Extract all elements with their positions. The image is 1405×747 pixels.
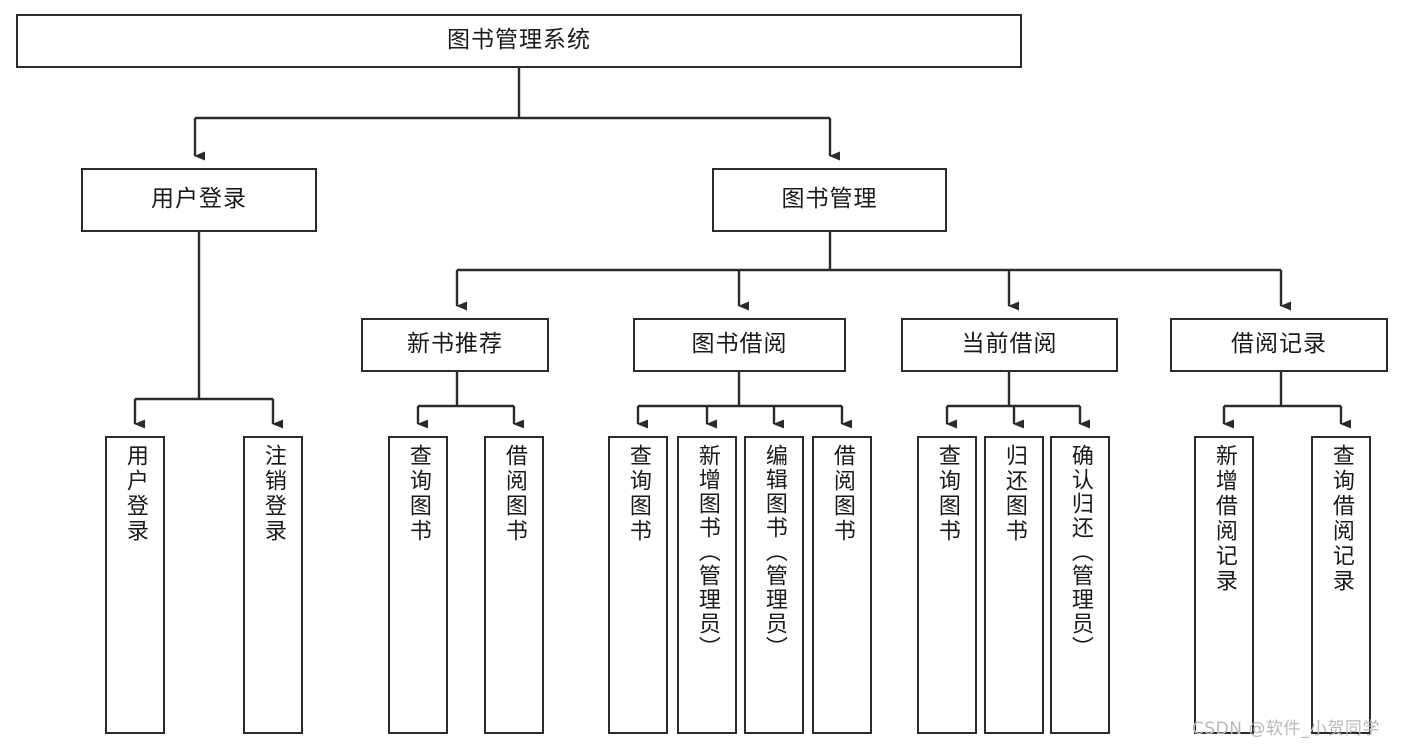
- node-book-borrow[interactable]: 图书借阅: [633, 318, 846, 372]
- leaf-user-login-label: 用户登录: [122, 444, 148, 544]
- leaf-add-book-label: 新增图书（管理员）: [694, 444, 720, 660]
- node-current-borrow[interactable]: 当前借阅: [901, 318, 1118, 372]
- leaf-edit-book-label: 编辑图书（管理员）: [761, 444, 787, 660]
- leaf-return-book[interactable]: 归还图书: [984, 436, 1044, 734]
- node-borrow-record-label: 借阅记录: [1231, 331, 1327, 358]
- leaf-logout-label: 注销登录: [260, 444, 286, 544]
- node-root-label: 图书管理系统: [447, 27, 591, 54]
- node-book-borrow-label: 图书借阅: [691, 331, 788, 358]
- leaf-query-book-3[interactable]: 查询图书: [917, 436, 977, 734]
- leaf-query-book-2-label: 查询图书: [625, 444, 651, 544]
- leaf-borrow-book-1[interactable]: 借阅图书: [484, 436, 544, 734]
- node-borrow-record[interactable]: 借阅记录: [1170, 318, 1388, 372]
- leaf-query-book-1[interactable]: 查询图书: [388, 436, 448, 734]
- node-new-book-recommend[interactable]: 新书推荐: [361, 318, 549, 372]
- csdn-watermark: CSDN @软件_小贺同学: [1192, 719, 1380, 739]
- node-root[interactable]: 图书管理系统: [16, 14, 1022, 68]
- leaf-query-record-label: 查询借阅记录: [1328, 444, 1354, 594]
- leaf-borrow-book-1-label: 借阅图书: [501, 444, 527, 544]
- leaf-borrow-book-2-label: 借阅图书: [829, 444, 855, 544]
- leaf-borrow-book-2[interactable]: 借阅图书: [812, 436, 872, 734]
- leaf-add-record[interactable]: 新增借阅记录: [1194, 436, 1254, 734]
- leaf-query-book-3-label: 查询图书: [934, 444, 960, 544]
- node-user-login-label: 用户登录: [151, 186, 247, 213]
- leaf-confirm-return-label: 确认归还（管理员）: [1067, 444, 1093, 660]
- leaf-add-book[interactable]: 新增图书（管理员）: [677, 436, 737, 734]
- leaf-logout[interactable]: 注销登录: [243, 436, 303, 734]
- node-current-borrow-label: 当前借阅: [961, 331, 1058, 358]
- leaf-user-login[interactable]: 用户登录: [105, 436, 165, 734]
- leaf-edit-book[interactable]: 编辑图书（管理员）: [744, 436, 804, 734]
- leaf-add-record-label: 新增借阅记录: [1211, 444, 1237, 594]
- node-new-book-recommend-label: 新书推荐: [407, 331, 503, 358]
- node-book-manage-label: 图书管理: [781, 186, 878, 213]
- node-book-manage[interactable]: 图书管理: [712, 168, 947, 232]
- leaf-confirm-return[interactable]: 确认归还（管理员）: [1050, 436, 1110, 734]
- leaf-query-book-2[interactable]: 查询图书: [608, 436, 668, 734]
- node-user-login[interactable]: 用户登录: [81, 168, 317, 232]
- leaf-query-record[interactable]: 查询借阅记录: [1311, 436, 1371, 734]
- leaf-return-book-label: 归还图书: [1001, 444, 1027, 544]
- leaf-query-book-1-label: 查询图书: [405, 444, 431, 544]
